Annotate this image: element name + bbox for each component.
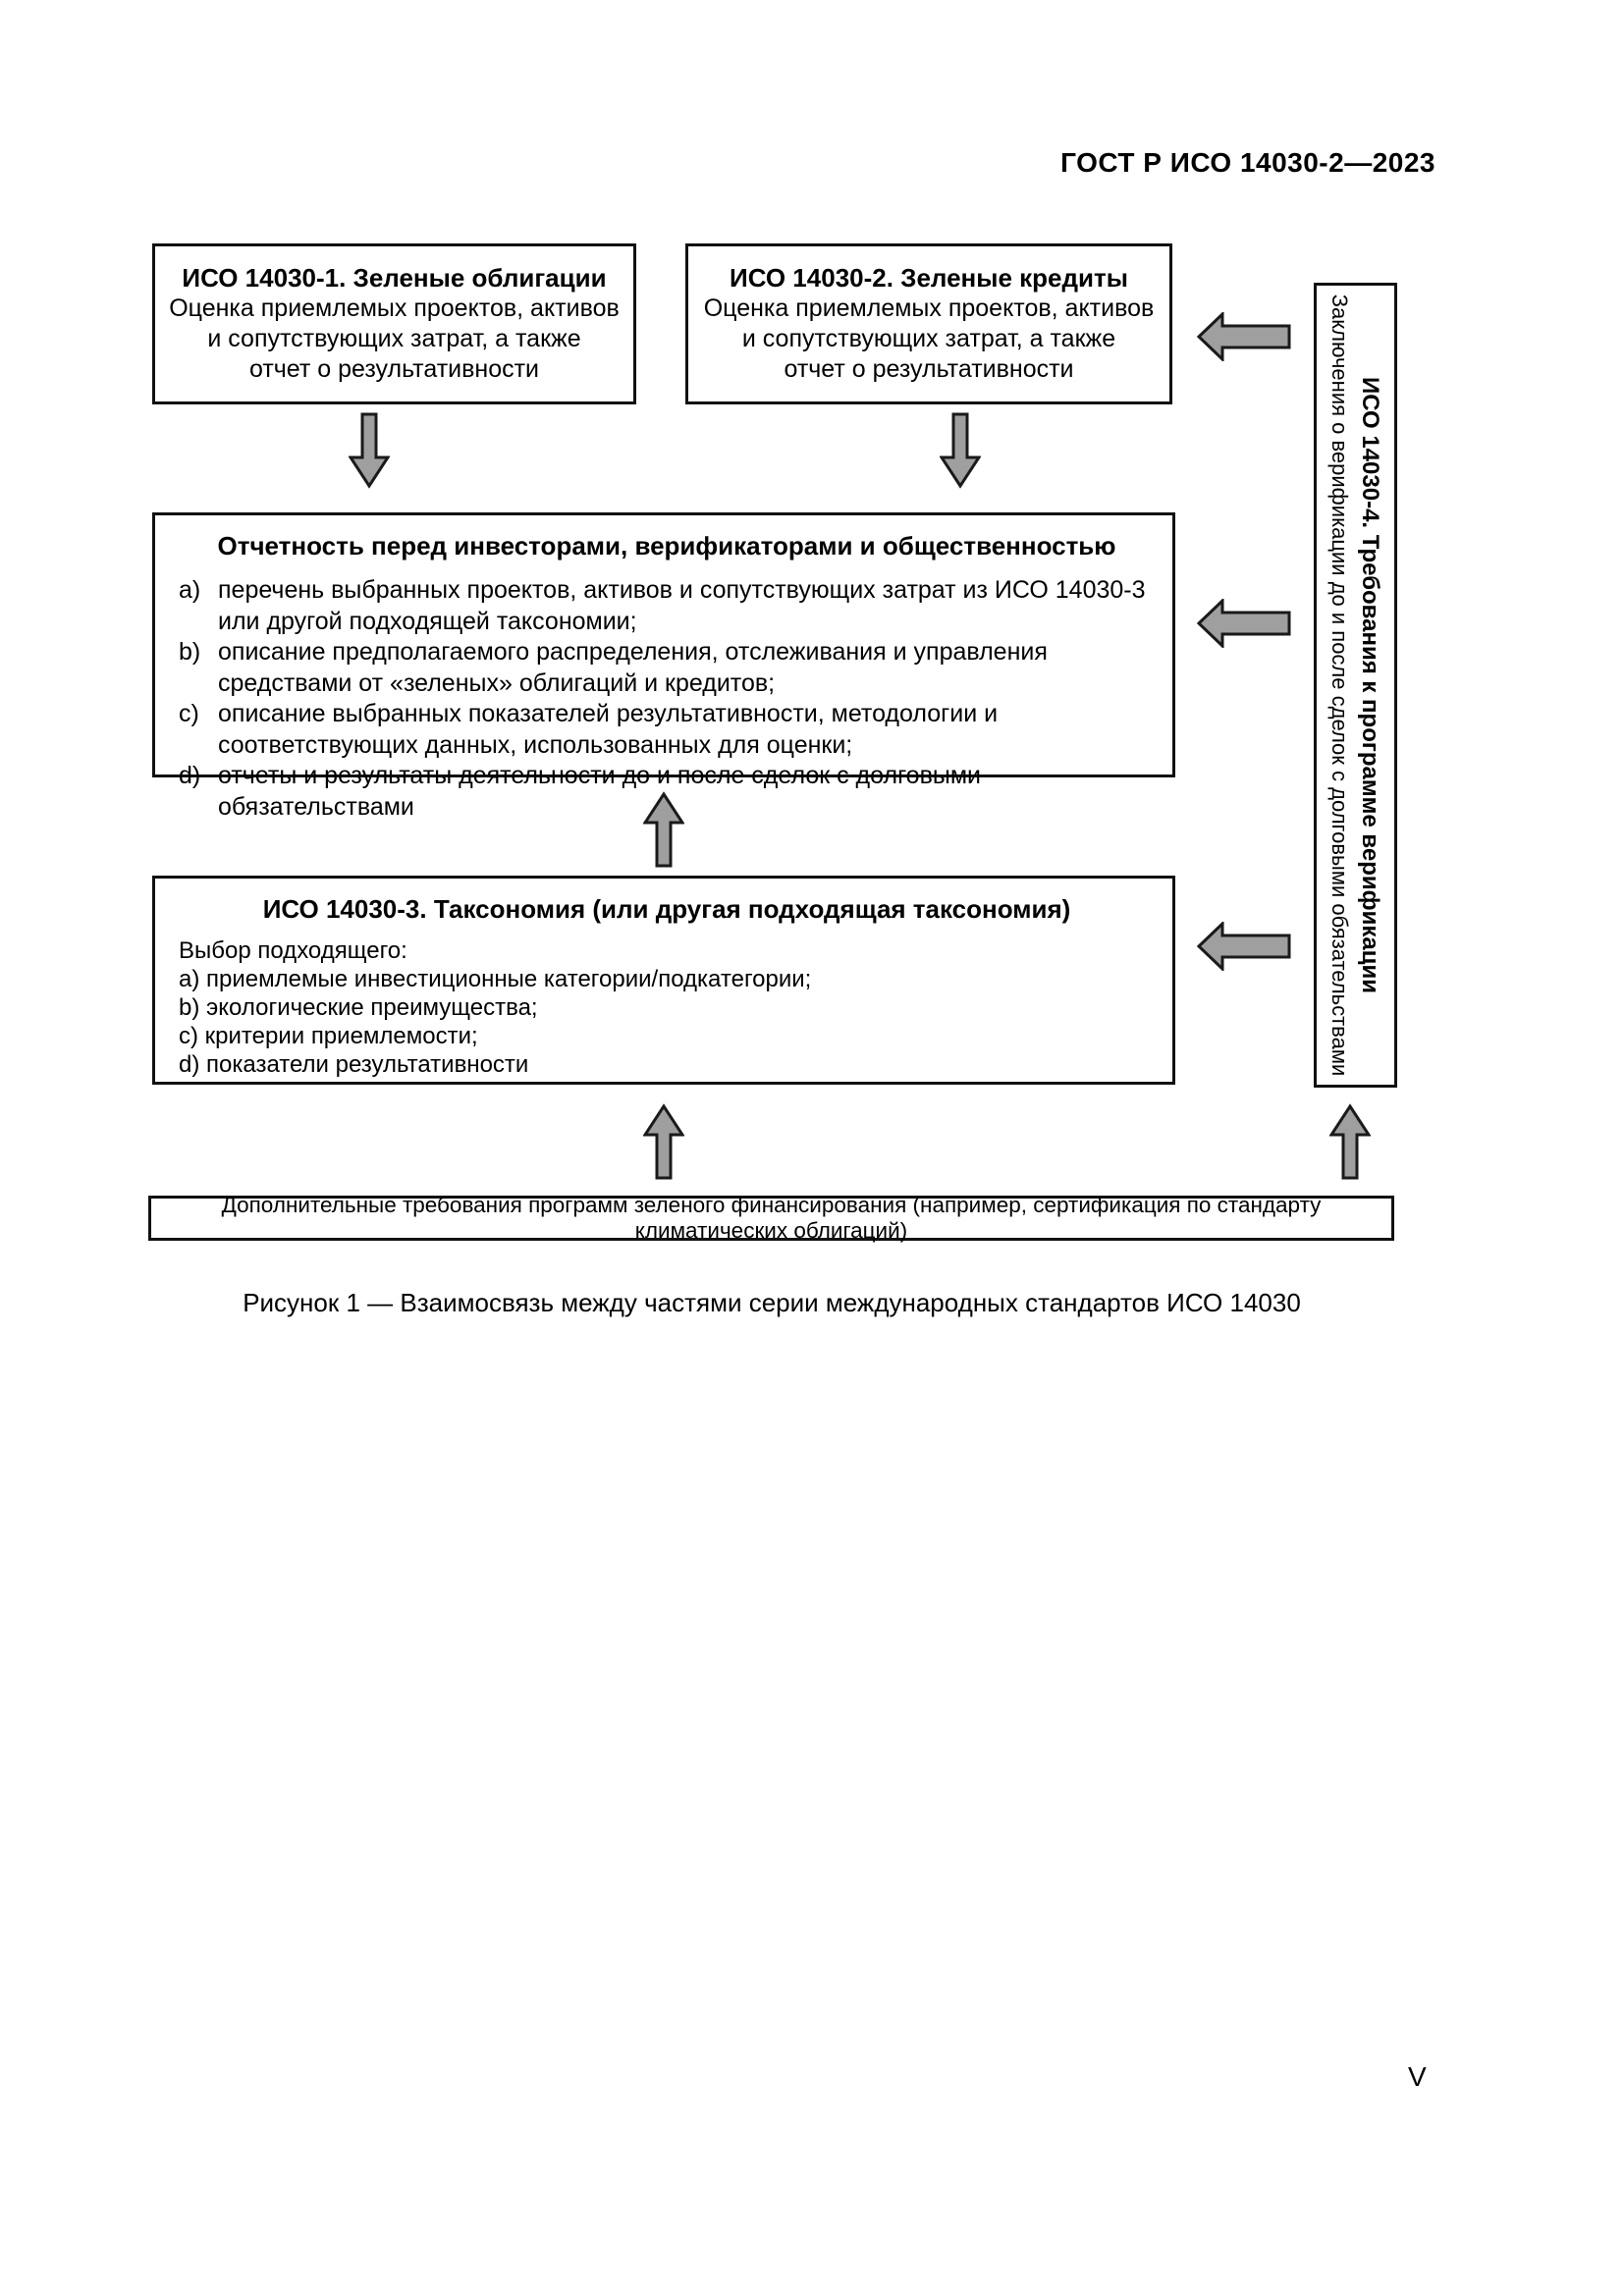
list-item-marker: b) xyxy=(179,638,201,666)
arrow-up-taxonomy-to-reporting-icon xyxy=(643,791,684,868)
taxonomy-intro: Выбор подходящего: xyxy=(179,937,407,964)
arrow-up-additional-to-verification-icon xyxy=(1329,1103,1371,1180)
taxonomy-line: c) критерии приемлемости; xyxy=(179,1023,478,1049)
box-iso-14030-4-subtitle: Заключения о верификации до и после сдел… xyxy=(1327,294,1353,1077)
arrow-down-from-iso2-icon xyxy=(940,412,981,489)
document-code: ГОСТ Р ИСО 14030-2—2023 xyxy=(1060,147,1435,178)
box-iso-14030-4-title: ИСО 14030-4. Требования к программе вери… xyxy=(1357,377,1384,993)
list-item-text: отчеты и результаты деятельности до и по… xyxy=(218,762,981,821)
list-item-text: описание предполагаемого распределения, … xyxy=(218,638,1048,697)
box-reporting-title: Отчетность перед инвесторами, верификато… xyxy=(217,531,1116,561)
box-reporting-list: a) перечень выбранных проектов, активов … xyxy=(179,575,1155,823)
arrow-left-verification-to-iso2-icon xyxy=(1196,312,1291,361)
list-item: d) отчеты и результаты деятельности до и… xyxy=(179,761,1155,823)
list-item-text: перечень выбранных проектов, активов и с… xyxy=(218,576,1146,635)
arrow-down-from-iso1-icon xyxy=(349,412,390,489)
figure-caption: Рисунок 1 — Взаимосвязь между частями се… xyxy=(243,1288,1301,1317)
box-iso-14030-4: ИСО 14030-4. Требования к программе вери… xyxy=(1314,283,1397,1088)
arrow-left-verification-to-taxonomy-icon xyxy=(1196,922,1291,971)
box-additional-requirements-text: Дополнительные требования программ зелен… xyxy=(221,1193,1322,1243)
list-item-text: описание выбранных показателей результат… xyxy=(218,700,999,759)
box-iso-14030-1-title: ИСО 14030-1. Зеленые облигации xyxy=(182,263,607,293)
page-number: V xyxy=(1408,2061,1427,2092)
list-item-marker: a) xyxy=(179,576,201,604)
box-reporting: Отчетность перед инвесторами, верификато… xyxy=(152,512,1175,821)
taxonomy-line: a) приемлемые инвестиционные категории/п… xyxy=(179,966,812,992)
box-iso-14030-4-rotated-content: ИСО 14030-4. Требования к программе вери… xyxy=(1317,286,1394,1085)
box-iso-14030-3: ИСО 14030-3. Таксономия (или другая подх… xyxy=(152,876,1175,1085)
taxonomy-line: b) экологические преимущества; xyxy=(179,994,538,1021)
list-item: b) описание предполагаемого распределени… xyxy=(179,637,1155,699)
list-item-marker: c) xyxy=(179,700,199,727)
list-item-marker: d) xyxy=(179,762,201,789)
taxonomy-line: d) показатели результативности xyxy=(179,1051,529,1078)
list-item: c) описание выбранных показателей резуль… xyxy=(179,699,1155,761)
box-additional-requirements: Дополнительные требования программ зелен… xyxy=(148,1193,1394,1243)
box-iso-14030-2-title: ИСО 14030-2. Зеленые кредиты xyxy=(730,263,1128,293)
list-item: a) перечень выбранных проектов, активов … xyxy=(179,575,1155,637)
box-iso-14030-3-title: ИСО 14030-3. Таксономия (или другая подх… xyxy=(262,894,1071,924)
arrow-left-verification-to-reporting-icon xyxy=(1196,599,1291,648)
box-iso-14030-2: ИСО 14030-2. Зеленые кредиты Оценка прие… xyxy=(685,243,1172,404)
box-iso-14030-1-body: Оценка приемлемых проектов, активов и со… xyxy=(169,294,620,383)
box-iso-14030-2-body: Оценка приемлемых проектов, активов и со… xyxy=(703,294,1155,383)
box-iso-14030-1: ИСО 14030-1. Зеленые облигации Оценка пр… xyxy=(152,243,636,404)
arrow-up-additional-to-taxonomy-icon xyxy=(643,1103,684,1180)
